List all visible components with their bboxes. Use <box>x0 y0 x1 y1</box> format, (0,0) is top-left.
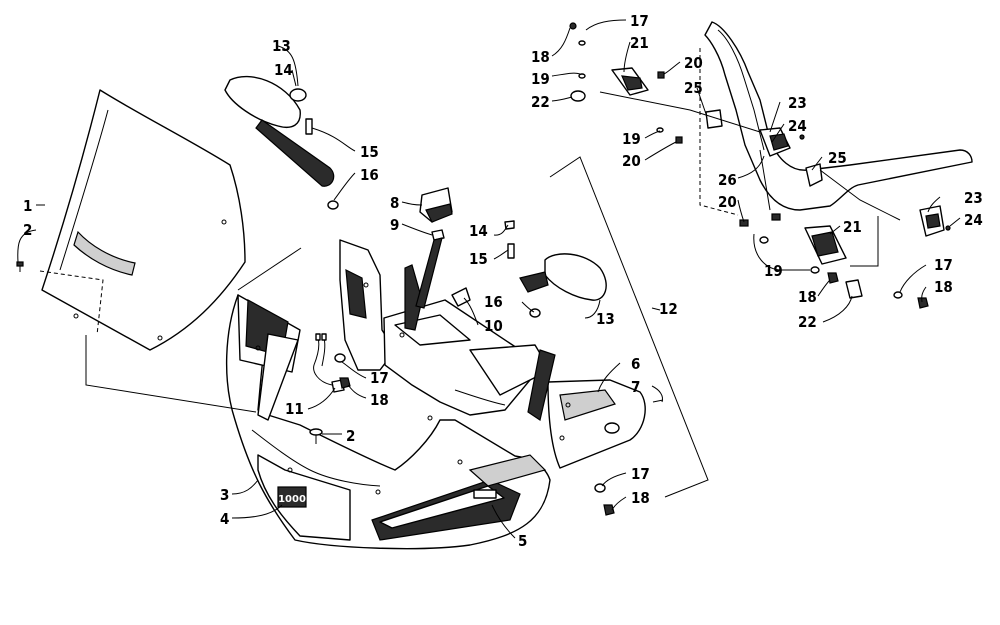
callout-20-lower: 20 <box>718 193 737 211</box>
callout-17-bottom: 17 <box>631 465 650 483</box>
callout-7: 7 <box>631 378 640 396</box>
nut-washer-right <box>594 483 615 516</box>
right-grip-controls <box>739 205 951 309</box>
callout-12: 12 <box>659 300 678 318</box>
callout-17-right: 17 <box>934 256 953 274</box>
callout-21-lower: 21 <box>843 218 862 236</box>
callout-labels: 1 2 13 14 15 16 8 9 14 15 16 10 17 18 11… <box>23 12 983 550</box>
mirror-left <box>224 75 339 210</box>
callout-8: 8 <box>390 194 399 212</box>
callout-18-top: 18 <box>531 48 550 66</box>
callout-18-bottom: 18 <box>631 489 650 507</box>
right-side-panel <box>547 379 664 469</box>
windshield <box>39 89 246 351</box>
callout-14-right: 14 <box>469 222 488 240</box>
callout-25-right: 25 <box>828 149 847 167</box>
callout-16-right: 16 <box>484 293 503 311</box>
screw-hood <box>309 428 323 444</box>
callout-26: 26 <box>718 171 737 189</box>
callout-14-left: 14 <box>274 61 293 79</box>
callout-2-left: 2 <box>23 221 32 239</box>
callout-6: 6 <box>631 355 640 373</box>
callout-13-left: 13 <box>272 37 291 55</box>
group-12-bracket <box>549 156 709 498</box>
callout-22-lower: 22 <box>798 313 817 331</box>
callout-19-lower: 19 <box>764 262 783 280</box>
callout-17-top: 17 <box>630 12 649 30</box>
callout-10: 10 <box>484 317 503 335</box>
callout-4: 4 <box>220 510 229 528</box>
callout-19-top: 19 <box>531 70 550 88</box>
callout-3: 3 <box>220 486 229 504</box>
callout-9: 9 <box>390 216 399 234</box>
callout-16-left: 16 <box>360 166 379 184</box>
model-badge: 1000 <box>278 494 306 505</box>
callout-leaders <box>17 19 961 539</box>
callout-21-top: 21 <box>630 34 649 52</box>
callout-24-top: 24 <box>788 117 807 135</box>
callout-24-right: 24 <box>964 211 983 229</box>
dash-console <box>339 239 556 421</box>
callout-19-mid: 19 <box>622 130 641 148</box>
hood-fairing: 1000 <box>225 294 551 550</box>
mirror-right <box>504 220 607 318</box>
screw-left <box>16 261 24 272</box>
left-side-panel <box>237 294 301 421</box>
callout-17-left: 17 <box>370 369 389 387</box>
callout-22-top: 22 <box>531 93 550 111</box>
callout-18-lower: 18 <box>798 288 817 306</box>
left-grip-controls <box>569 22 823 187</box>
callout-18-right: 18 <box>934 278 953 296</box>
callout-2-hood: 2 <box>346 427 355 445</box>
callout-15-left: 15 <box>360 143 379 161</box>
handlebar <box>704 21 973 211</box>
callout-25-top: 25 <box>684 79 703 97</box>
callout-5: 5 <box>518 532 527 550</box>
nut-washer-left <box>334 353 351 389</box>
callout-23-right: 23 <box>964 189 983 207</box>
callout-20-top: 20 <box>684 54 703 72</box>
callout-13-right: 13 <box>596 310 615 328</box>
callout-1: 1 <box>23 197 32 215</box>
callout-20-mid: 20 <box>622 152 641 170</box>
callout-18-left: 18 <box>370 391 389 409</box>
callout-11: 11 <box>285 400 304 418</box>
callout-23-top: 23 <box>788 94 807 112</box>
callout-15-right: 15 <box>469 250 488 268</box>
